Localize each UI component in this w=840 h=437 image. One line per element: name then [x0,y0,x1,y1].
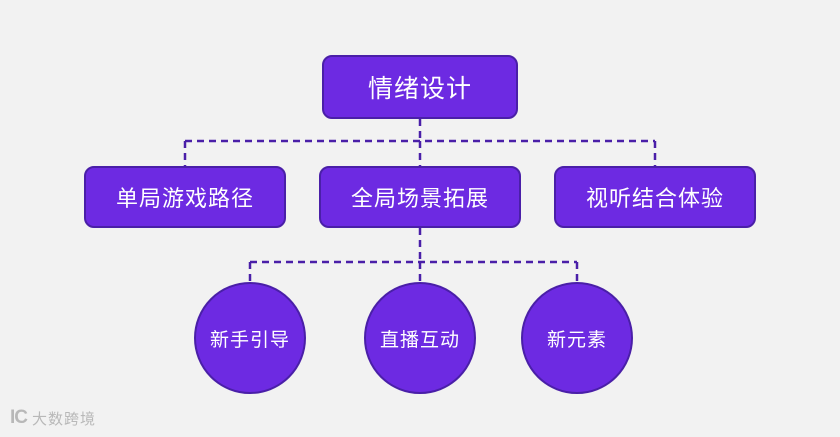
node-audiovisual-experience[interactable]: 视听结合体验 [554,166,756,228]
watermark-label: 大数跨境 [32,410,97,428]
node-root[interactable]: 情绪设计 [322,55,518,119]
watermark: IC 大数跨境 [10,407,96,429]
node-single-game-path[interactable]: 单局游戏路径 [84,166,286,228]
node-live-interaction[interactable]: 直播互动 [364,282,476,394]
watermark-logo-icon: IC [10,407,28,428]
node-newbie-guide[interactable]: 新手引导 [194,282,306,394]
node-new-elements[interactable]: 新元素 [521,282,633,394]
node-global-scene-expansion[interactable]: 全局场景拓展 [319,166,521,228]
